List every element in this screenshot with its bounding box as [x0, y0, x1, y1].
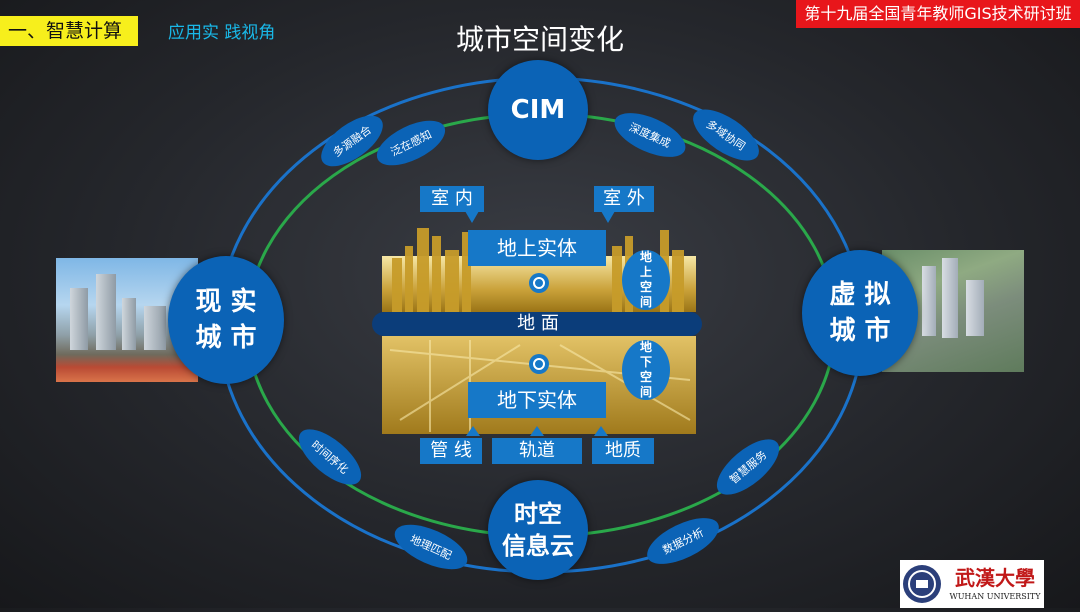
above-ground-space-label: 地 上 空 间	[622, 250, 670, 310]
indoor-label: 室 内	[420, 186, 484, 212]
indoor-pointer-icon	[465, 211, 479, 223]
virtual-city-node: 虚 拟 城 市	[802, 250, 918, 376]
university-name-cn: 武漢大學	[948, 562, 1042, 591]
rail-label: 轨道	[492, 438, 582, 464]
below-ground-space-label: 地 下 空 间	[622, 340, 670, 400]
spatiotemporal-cloud-node-label: 时空 信息云	[498, 498, 578, 562]
university-name-en: WUHAN UNIVERSITY	[948, 592, 1042, 601]
cim-node-label: CIM	[511, 95, 566, 125]
below-ground-entity-label: 地下实体	[468, 382, 606, 418]
outdoor-pointer-icon	[601, 211, 615, 223]
ground-label: 地 面	[478, 313, 598, 335]
above-ground-entity-label: 地上实体	[468, 230, 606, 266]
spatiotemporal-cloud-node: 时空 信息云	[488, 480, 588, 580]
pipeline-label: 管 线	[420, 438, 482, 464]
whu-logo: 武漢大學 WUHAN UNIVERSITY	[900, 560, 1044, 608]
pin-above-icon	[529, 273, 549, 293]
real-city-node: 现 实 城 市	[168, 256, 284, 384]
real-city-node-label: 现 实 城 市	[184, 284, 268, 356]
virtual-city-node-label: 虚 拟 城 市	[818, 277, 902, 349]
cim-node: CIM	[488, 60, 588, 160]
outdoor-label: 室 外	[594, 186, 654, 212]
pin-below-icon	[529, 354, 549, 374]
geology-label: 地质	[592, 438, 654, 464]
